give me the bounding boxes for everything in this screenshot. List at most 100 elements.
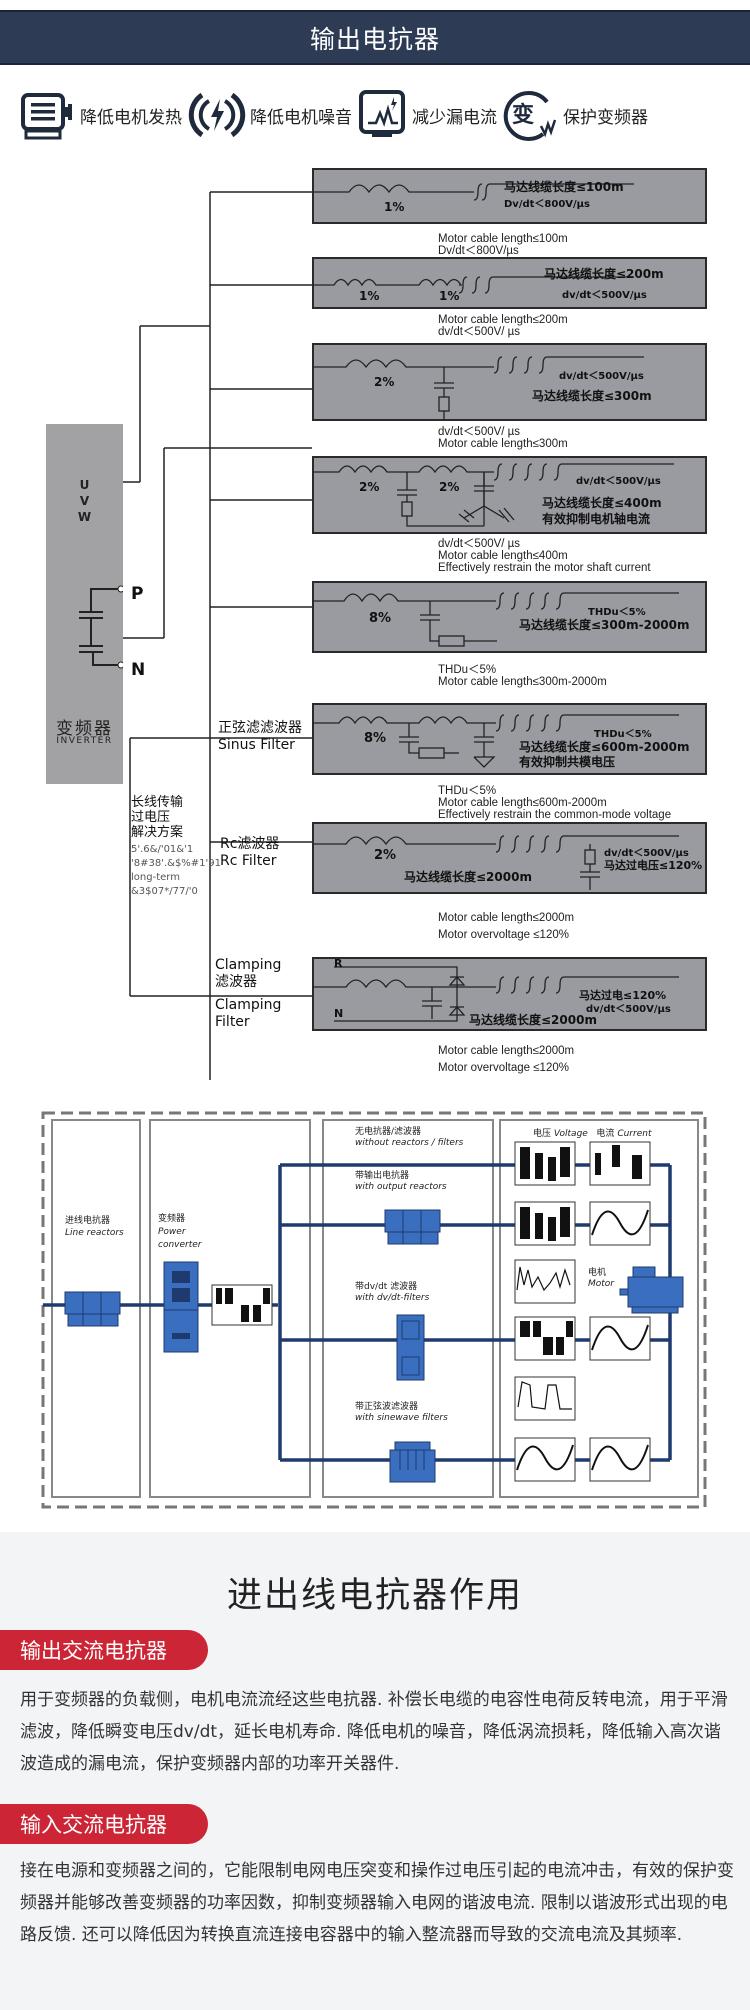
clamping-filter-label-en: Clamping Filter: [215, 997, 281, 1031]
caption-line: Motor cable length≤2000m: [438, 912, 575, 924]
feature-reduce-noise: 降低电机噪音: [188, 89, 352, 141]
line-reactor-label: 进线电抗器 Line reactors: [65, 1215, 124, 1239]
caption-line: THDu＜5%: [438, 664, 497, 676]
label-line: Filter: [215, 1014, 250, 1030]
current-en: Current: [617, 1129, 652, 1139]
inverter-protect-icon: 变: [503, 91, 557, 141]
badge-label: 输出交流电抗器: [20, 1639, 167, 1663]
panel-7-circuit: [314, 835, 679, 890]
lightning-waves-icon: [188, 92, 246, 138]
caption-line: Motor overvoltage ≤120%: [438, 1062, 569, 1074]
terminal-w: W: [77, 510, 92, 524]
wave-header: 电压 Voltage 电流 Current: [533, 1126, 651, 1139]
output-reactor-badge: 输出交流电抗器: [0, 1630, 208, 1670]
lt-sub-line: long-term: [131, 872, 180, 883]
dc-capacitor-icon: [79, 585, 123, 669]
panel-8-caption: Motor cable length≤2000m Motor overvolta…: [438, 1043, 574, 1077]
panel-3-caption: dv/dt＜500V/ µs Motor cable length≤300m: [438, 426, 568, 450]
motor-icon: [21, 93, 72, 140]
caption-line: Motor cable length≤600m-2000m: [438, 797, 607, 809]
input-reactor-description: 接在电源和变频器之间的，它能限制电网电压突变和操作过电压引起的电流冲击，有效的保…: [20, 1861, 734, 1945]
inductor-label: 8%: [364, 731, 387, 746]
inductor-label: 2%: [359, 480, 380, 494]
caption-line: Effectively restrain the motor shaft cur…: [438, 562, 651, 574]
sinus-filter-label: 正弦滤滤波器 Sinus Filter: [218, 720, 302, 754]
voltage-cn: 电压: [533, 1129, 552, 1139]
label-cn: 带输出电抗器: [355, 1171, 410, 1181]
label-en: Motor: [588, 1279, 615, 1289]
page-title: 输出电抗器: [309, 24, 440, 54]
panel-6-caption: THDu＜5% Motor cable length≤600m-2000m Ef…: [438, 785, 671, 821]
topology-wires: [123, 191, 312, 1080]
panel-text: dv/dt＜500V/µs: [562, 290, 647, 301]
current-cn: 电流: [596, 1129, 615, 1139]
label-cn: 正弦滤滤波器: [218, 720, 302, 736]
caption-line: Motor cable length≤100m: [438, 233, 568, 245]
panel-text: 马达线缆长度≤200m: [544, 267, 664, 281]
label-en: with output reactors: [355, 1182, 447, 1192]
panel-text: 马达线缆长度≤100m: [504, 180, 624, 194]
label-cn: Rc滤波器: [220, 836, 280, 852]
panel-text: 马达线缆长度≤600m-2000m: [519, 740, 690, 754]
lt-line: 过电压: [131, 810, 171, 825]
inductor-label: 2%: [374, 848, 397, 863]
inductor-label: 1%: [439, 289, 460, 303]
label-en: Rc Filter: [220, 853, 277, 869]
feature-reduce-heat: 降低电机发热: [20, 90, 182, 140]
rc-filter-label: Rc滤波器 Rc Filter: [220, 836, 279, 870]
system-diagram: 进线电抗器 Line reactors 变频器 Power converter …: [0, 1105, 750, 1515]
reactor-function-section: 进出线电抗器作用 输出交流电抗器 用于变频器的负载侧，电机电流流经这些电抗器. …: [0, 1532, 750, 2010]
caption-line: THDu＜5%: [438, 785, 497, 797]
feature-reduce-leakage: 减少漏电流: [358, 89, 497, 141]
inductor-label: R: [334, 957, 343, 970]
panel-text: THDu＜5%: [588, 607, 646, 618]
system-diagram-graphics: [41, 1111, 707, 1509]
filter-panel-5: 8% THDu＜5% 马达线缆长度≤300m-2000m: [312, 581, 707, 653]
caption-line: Effectively restrain the common-mode vol…: [438, 809, 672, 821]
inverter-block: U V W 变频器 INVERTER: [46, 424, 123, 784]
panel-text: 马达线缆长度≤300m: [532, 389, 652, 403]
panel-text: dv/dt＜500V/µs: [586, 1004, 671, 1015]
inductor-label: 8%: [369, 611, 392, 626]
panel-text: 马达过电≤120%: [579, 989, 667, 1002]
dc-terminal-n: N: [131, 660, 146, 680]
panel-2-caption: Motor cable length≤200m dv/dt＜500V/ µs: [438, 314, 568, 338]
inverter-name-cn: 变频器: [56, 719, 113, 739]
filter-panel-7: 2% dv/dt＜500V/µs 马达过电压≤120% 马达线缆长度≤2000m: [312, 822, 707, 894]
terminal-v: V: [79, 494, 90, 508]
panel-8-circuit: [314, 966, 679, 1022]
label-cn: 电机: [588, 1268, 607, 1278]
panel-3-circuit: [314, 356, 644, 419]
voltage-en: Voltage: [553, 1129, 588, 1139]
label-line: 滤波器: [215, 974, 257, 990]
badge-label: 输入交流电抗器: [20, 1813, 167, 1837]
panel-text: THDu＜5%: [594, 729, 652, 740]
input-reactor-badge: 输入交流电抗器: [0, 1804, 208, 1844]
filter-panel-6: 8% THDu＜5% 马达线缆长度≤600m-2000m 有效抑制共模电压: [312, 703, 707, 775]
panel-text: 马达线缆长度≤400m: [542, 496, 662, 510]
terminal-u: U: [79, 478, 90, 492]
feature-label: 降低电机发热: [80, 107, 182, 128]
filter-panel-1: 1% 马达线缆长度≤100m Dv/dt＜800V/µs: [312, 168, 707, 224]
long-transmission-subtext: 5'.6&/'01&'1 '8#38'.&$%#1'91 long-term &…: [131, 843, 221, 899]
panel-5-caption: THDu＜5% Motor cable length≤300m-2000m: [438, 664, 607, 688]
label-line: Clamping: [215, 957, 282, 973]
caption-line: Dv/dt＜800V/µs: [438, 245, 519, 257]
voltage-wave-5: [514, 1376, 576, 1421]
option-dvdt-filter-label: 带dv/dt 滤波器 with dv/dt-filters: [355, 1282, 429, 1304]
panel-text: 马达线缆长度≤2000m: [469, 1013, 597, 1027]
panel-5-circuit: [314, 592, 679, 647]
caption-line: dv/dt＜500V/ µs: [438, 426, 521, 438]
inductor-label: N: [334, 1007, 344, 1020]
panel-text: dv/dt＜500V/µs: [604, 848, 689, 859]
feature-label: 降低电机噪音: [250, 107, 352, 128]
converter-label: 变频器 Power converter: [158, 1213, 202, 1252]
label-cn: 带dv/dt 滤波器: [355, 1282, 418, 1292]
label-en: Sinus Filter: [218, 737, 295, 753]
panel-6-circuit: [314, 714, 679, 768]
inductor-label: 2%: [439, 480, 460, 494]
label-cn: 无电抗器/滤波器: [355, 1127, 422, 1137]
panel-text: 马达线缆长度≤2000m: [404, 870, 532, 884]
caption-line: dv/dt＜500V/ µs: [438, 538, 521, 550]
caption-line: Motor cable length≤2000m: [438, 1045, 575, 1057]
